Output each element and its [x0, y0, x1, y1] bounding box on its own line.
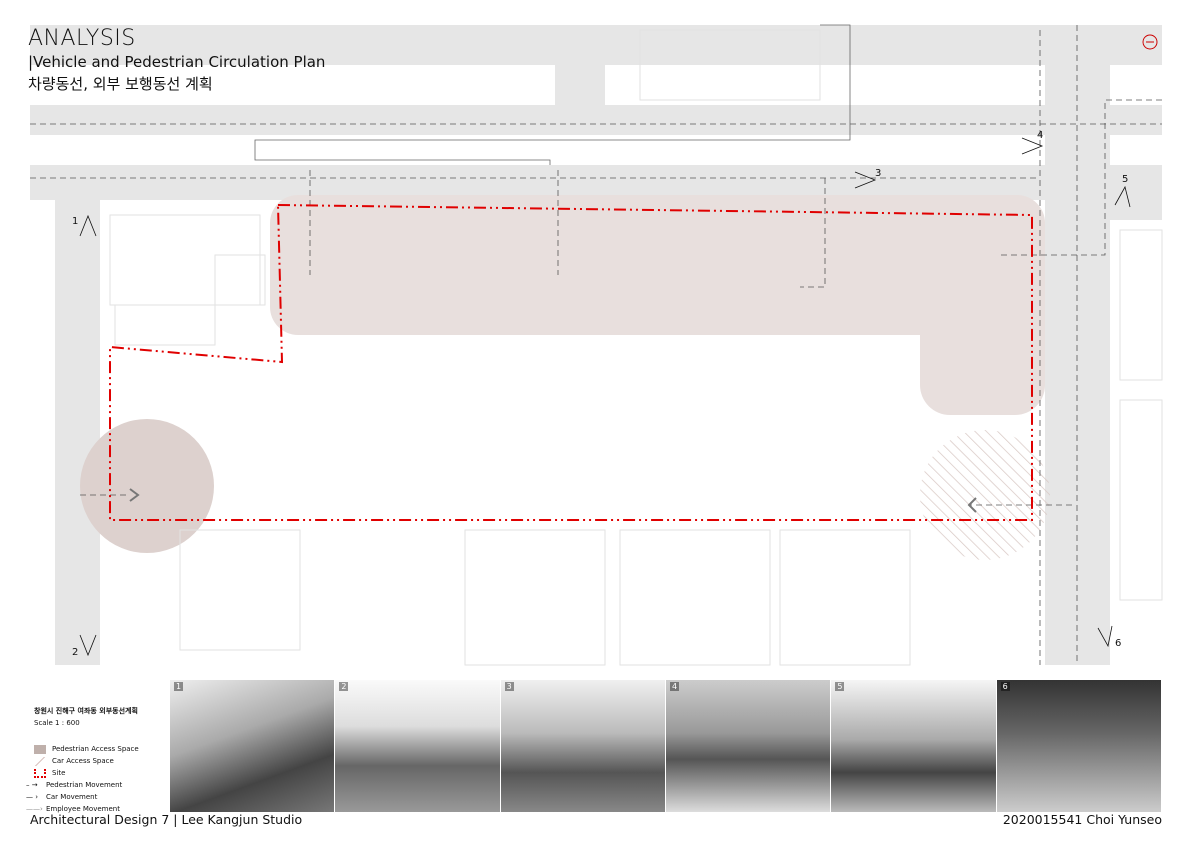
site-photo: 5	[831, 680, 997, 812]
footer-author: 2020015541 Choi Yunseo	[1002, 812, 1162, 827]
car-access-space	[920, 430, 1050, 560]
pedestrian-access-space	[80, 195, 1045, 553]
viewpoint-5: 5	[1122, 174, 1128, 185]
site-photo: 4	[665, 680, 832, 812]
site-boundary	[109, 204, 1033, 521]
page-subtitle-korean: 차량동선, 외부 보행동선 계획	[28, 75, 213, 93]
viewpoint-4: 4	[1037, 130, 1043, 141]
viewpoint-icons	[79, 137, 1131, 657]
legend-scale: Scale 1 : 600	[34, 719, 80, 727]
building-outlines	[109, 29, 1163, 666]
site-photos: 1 2 3 4 5 6	[170, 680, 1162, 812]
car-movement-lines	[30, 25, 1162, 665]
legend-label: Car Access Space	[52, 757, 114, 765]
site-plan-map: 1 2 3 4 5 6	[30, 24, 1163, 666]
legend-heading: 창원시 진해구 여좌동 외부동선계획	[34, 707, 138, 715]
site-photo: 6	[996, 680, 1162, 812]
legend-label: Pedestrian Access Space	[52, 745, 139, 753]
car-access-swatch	[34, 756, 46, 766]
page-title: ANALYSIS	[28, 26, 136, 51]
site-photo: 3	[500, 680, 666, 812]
movement-arrows	[129, 488, 977, 513]
roads	[30, 25, 1162, 665]
viewpoint-1: 1	[72, 216, 78, 227]
viewpoint-2: 2	[72, 647, 78, 658]
legend-label: Site	[52, 769, 66, 777]
legend-label: Pedestrian Movement	[46, 781, 123, 789]
north-arrow-icon	[1142, 34, 1158, 50]
legend-label: Employee Movement	[46, 805, 120, 813]
legend: 창원시 진해구 여좌동 외부동선계획 Scale 1 : 600 Pedestr…	[26, 705, 139, 815]
pedestrian-arrow-icon: – →	[26, 781, 38, 789]
viewpoint-3: 3	[875, 168, 881, 179]
legend-label: Car Movement	[46, 793, 98, 801]
site-swatch	[34, 768, 46, 778]
page-subtitle: |Vehicle and Pedestrian Circulation Plan	[28, 53, 326, 71]
employee-arrow-icon: ——›	[26, 805, 43, 813]
viewpoint-markers: 1 2 3 4 5 6	[72, 130, 1128, 658]
viewpoint-6: 6	[1115, 638, 1121, 649]
footer-studio: Architectural Design 7 | Lee Kangjun Stu…	[30, 812, 303, 827]
pedestrian-swatch	[34, 744, 46, 754]
site-photo: 2	[335, 680, 501, 812]
car-arrow-icon: — ›	[26, 793, 39, 801]
site-photo: 1	[170, 680, 336, 812]
employee-movement-line	[254, 24, 851, 165]
